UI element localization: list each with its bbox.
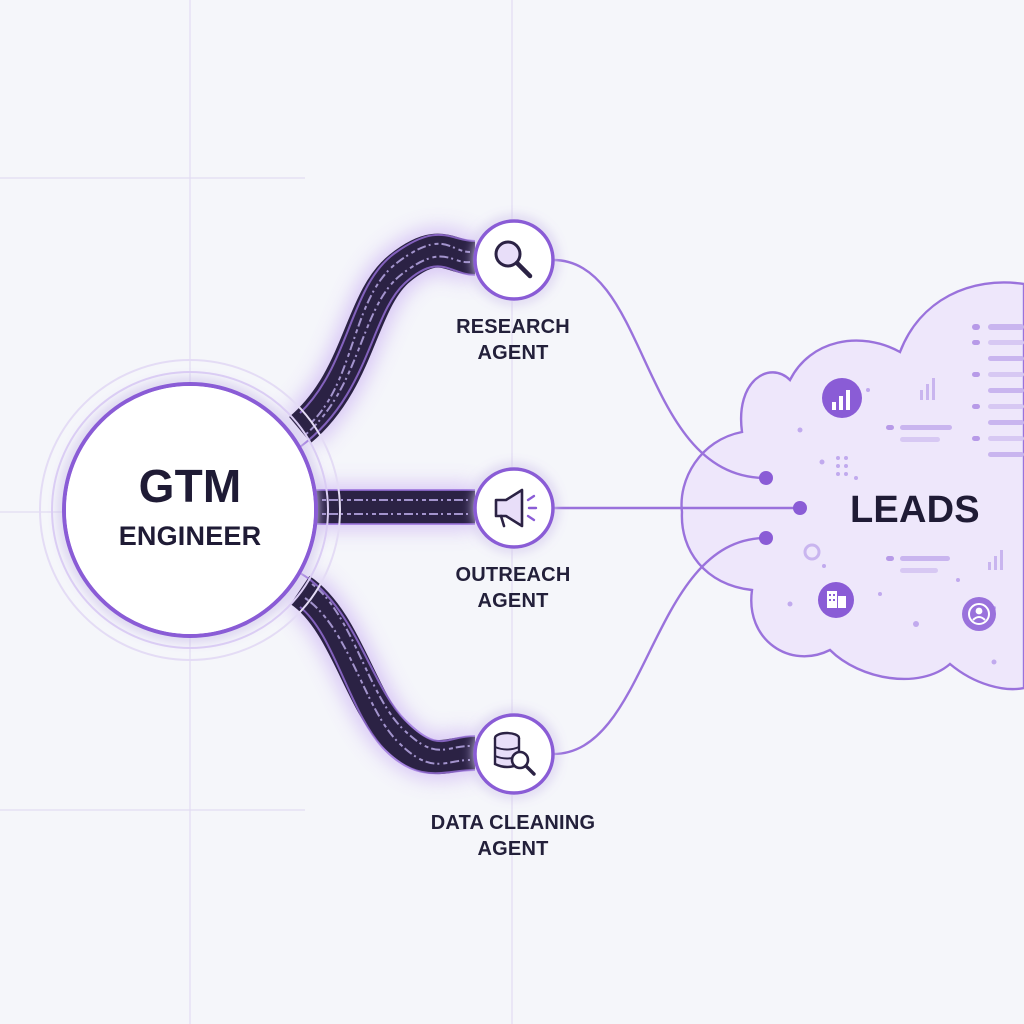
research-agent-node (473, 219, 555, 301)
research-agent-label: RESEARCH AGENT (393, 314, 633, 366)
magnifier-icon (494, 240, 533, 279)
hub-subtitle: ENGINEER (118, 521, 262, 551)
database-search-icon (493, 731, 536, 776)
outreach-agent-node (473, 467, 555, 549)
connector-end-dots (759, 471, 807, 545)
data-cleaning-agent-label-line1: DATA CLEANING (430, 812, 596, 834)
outreach-agent-label-line2: AGENT (477, 590, 549, 612)
research-connector (552, 258, 767, 480)
agent-to-leads-connectors (552, 258, 800, 756)
megaphone-icon (494, 488, 538, 528)
leads-label: LEADS (850, 489, 980, 531)
mini-bar-chart-icon (920, 378, 1003, 570)
data-cleaning-agent-node (473, 713, 555, 795)
donut-chart-icon (803, 543, 821, 561)
research-agent-label-line2: AGENT (477, 342, 549, 364)
hub-title: GTM (138, 460, 242, 512)
cloud-data-lines (886, 324, 1024, 573)
code-pipes-edge (299, 233, 476, 775)
outreach-agent-label-line1: OUTREACH (455, 564, 571, 586)
data-cleaning-agent-label: DATA CLEANING AGENT (393, 810, 633, 862)
cleaning-pipe (289, 575, 476, 775)
building-icon (818, 582, 854, 618)
research-agent-label-line1: RESEARCH (456, 316, 570, 338)
leads-cloud (680, 281, 1024, 691)
data-cleaning-agent-label-line2: AGENT (477, 838, 549, 860)
pipe-code-glyphs (304, 242, 471, 765)
chart-icon (822, 378, 862, 418)
person-icon (962, 597, 996, 631)
gtm-engineer-hub (39, 359, 341, 661)
cleaning-connector (552, 536, 767, 756)
outreach-agent-label: OUTREACH AGENT (393, 562, 633, 614)
